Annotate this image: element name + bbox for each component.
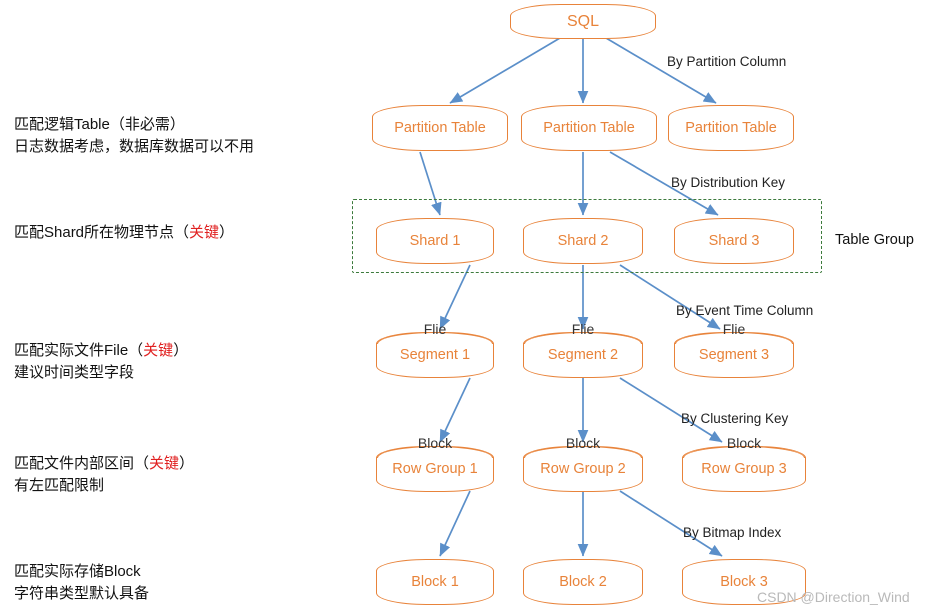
left-label-row-1-line-1: 匹配逻辑Table（非必需） [14,116,185,133]
left-label-row-1-line-2: 日志数据考虑，数据库数据可以不用 [14,138,255,155]
node-partition-table-2[interactable]: Partition Table [521,105,657,151]
left-label-row-5-line-1: 匹配实际存储Block [14,563,141,580]
node-partition-table-3[interactable]: Partition Table [668,105,794,151]
node-label: Shard 3 [708,233,760,249]
left-label-row-3-key: 关键 [143,342,174,359]
edge-label-clustering-key: By Clustering Key [681,411,789,426]
node-row-group-1[interactable]: Row Group 1 [376,445,494,492]
left-label-row-3-line-2: 建议时间类型字段 [14,364,135,381]
watermark: CSDN @Direction_Wind [757,589,910,605]
node-file-segment-3[interactable]: Segment 3 [674,331,794,378]
node-block-1[interactable]: Block 1 [376,559,494,605]
left-label-row-5-line-2: 字符串类型默认具备 [14,585,150,602]
left-label-row-3-line-1: 匹配实际文件File（关键） [14,342,189,359]
node-label: Row Group 2 [540,461,626,477]
left-label-row-1: 匹配逻辑Table（非必需） 日志数据考虑，数据库数据可以不用 [14,114,254,158]
left-label-row-3: 匹配实际文件File（关键） 建议时间类型字段 [14,340,188,384]
left-label-row-2: 匹配Shard所在物理节点（关键） [14,222,234,244]
node-shard-2[interactable]: Shard 2 [523,218,643,264]
node-caption-block-3: Block [726,435,762,451]
edge-label-bitmap-index: By Bitmap Index [683,525,782,540]
node-label: SQL [566,12,599,30]
node-label: Segment 3 [698,347,770,363]
node-caption-file-1: Flie [423,321,447,337]
edge-label-distribution-key: By Distribution Key [671,175,786,190]
node-file-segment-1[interactable]: Segment 1 [376,331,494,378]
node-shard-1[interactable]: Shard 1 [376,218,494,264]
left-label-row-4-key: 关键 [149,455,180,472]
node-label: Block 1 [411,574,459,590]
edge-label-partition-column: By Partition Column [667,54,787,69]
left-label-row-2-line-1: 匹配Shard所在物理节点（关键） [14,224,235,241]
node-sql[interactable]: SQL [510,4,656,39]
node-label: Partition Table [543,120,635,136]
node-caption-file-3: Flie [722,321,746,337]
node-label: Shard 2 [557,233,609,249]
node-block-2[interactable]: Block 2 [523,559,643,605]
node-file-segment-2[interactable]: Segment 2 [523,331,643,378]
node-shard-3[interactable]: Shard 3 [674,218,794,264]
table-group-label: Table Group [835,232,914,248]
left-label-row-4: 匹配文件内部区间（关键） 有左匹配限制 [14,453,194,497]
node-caption-block-2: Block [565,435,601,451]
node-label: Row Group 3 [701,461,787,477]
left-label-row-2-key: 关键 [189,224,220,241]
table-group-box [352,199,822,273]
node-caption-block-1: Block [417,435,453,451]
node-caption-file-2: Flie [571,321,595,337]
node-label: Block 3 [720,574,768,590]
node-label: Row Group 1 [392,461,478,477]
node-row-group-3[interactable]: Row Group 3 [682,445,806,492]
edge-label-event-time-column: By Event Time Column [676,303,814,318]
node-block-3[interactable]: Block 3 [682,559,806,605]
node-label: Partition Table [394,120,486,136]
node-label: Segment 2 [547,347,619,363]
node-row-group-2[interactable]: Row Group 2 [523,445,643,492]
node-label: Segment 1 [399,347,471,363]
node-label: Block 2 [559,574,607,590]
left-label-row-5: 匹配实际存储Block 字符串类型默认具备 [14,561,149,605]
left-label-row-4-line-1: 匹配文件内部区间（关键） [14,455,195,472]
node-label: Partition Table [685,120,777,136]
node-label: Shard 1 [409,233,461,249]
left-label-row-4-line-2: 有左匹配限制 [14,477,105,494]
node-partition-table-1[interactable]: Partition Table [372,105,508,151]
